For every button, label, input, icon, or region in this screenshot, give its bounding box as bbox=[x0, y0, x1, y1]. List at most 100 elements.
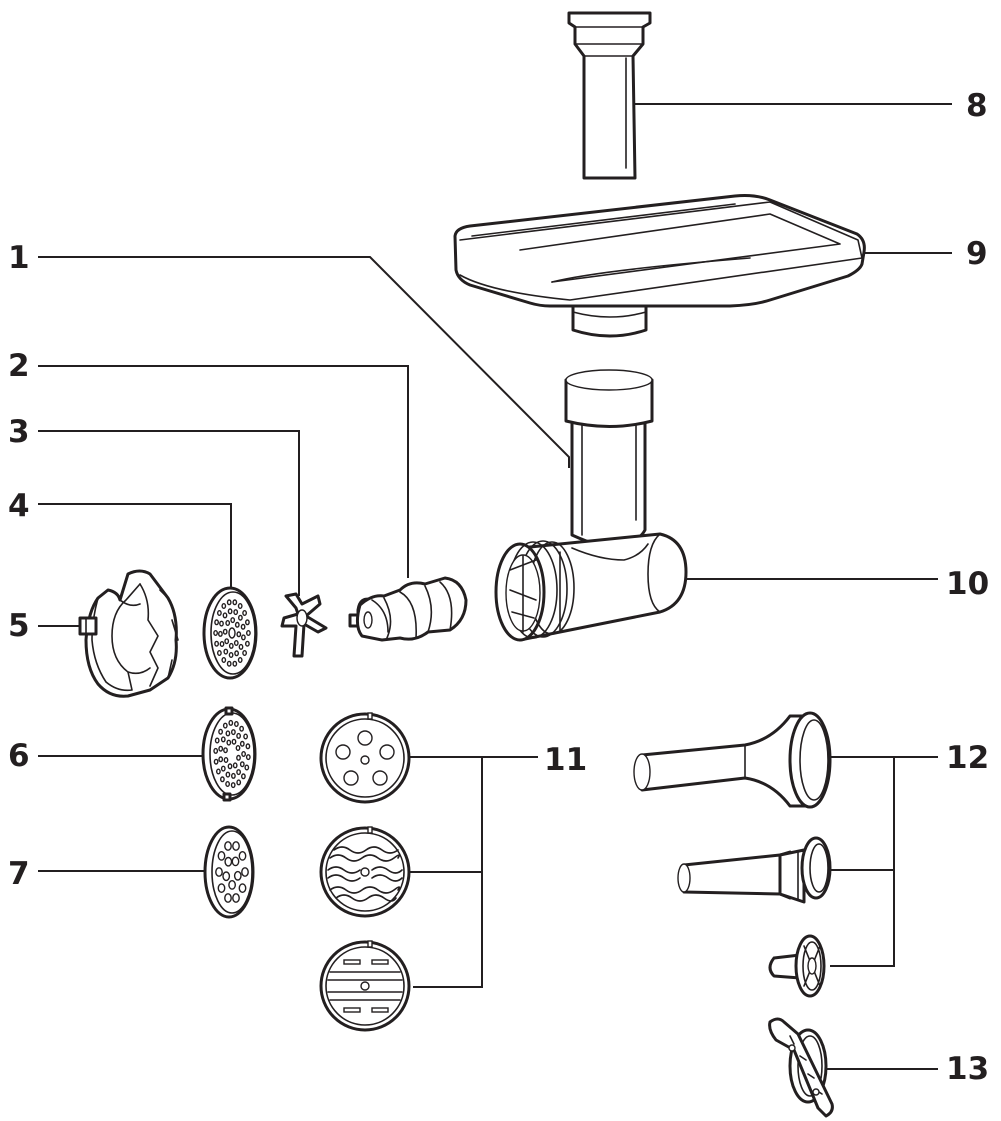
plate-hole bbox=[232, 893, 240, 903]
label-11: 11 bbox=[544, 742, 587, 778]
grinding-plate-fine bbox=[201, 706, 257, 802]
sausage-stuffing-tube-large bbox=[633, 711, 832, 809]
plate-hole bbox=[238, 883, 247, 893]
plate-hole bbox=[236, 754, 241, 761]
label-5: 5 bbox=[8, 608, 30, 644]
plate-hole bbox=[220, 736, 226, 743]
plate-hole bbox=[239, 761, 245, 768]
plate-hole bbox=[245, 754, 251, 761]
plate-hole bbox=[221, 657, 227, 664]
plate-hole bbox=[226, 660, 232, 667]
grinding-plate-coarse bbox=[203, 825, 255, 919]
plate-hole bbox=[236, 631, 242, 638]
plate-hole bbox=[245, 630, 251, 637]
plate-hole bbox=[244, 619, 250, 626]
plate-hole bbox=[232, 660, 238, 667]
plate-hole bbox=[236, 779, 242, 786]
label-3: 3 bbox=[8, 414, 30, 450]
plate-hole bbox=[226, 739, 232, 746]
label-12: 12 bbox=[946, 740, 989, 776]
label-10: 10 bbox=[946, 566, 989, 602]
leader-line-2 bbox=[38, 365, 409, 578]
plate-hole bbox=[213, 630, 219, 637]
shredding-disc-holes bbox=[319, 712, 411, 804]
plate-hole bbox=[222, 722, 228, 729]
label-2: 2 bbox=[8, 348, 30, 384]
plate-hole bbox=[233, 609, 239, 616]
plate-hole bbox=[217, 883, 226, 893]
label-8: 8 bbox=[966, 88, 988, 124]
plate-hole bbox=[218, 728, 224, 735]
plate-hole bbox=[219, 641, 225, 648]
grinder-auger bbox=[348, 576, 468, 642]
plate-hole bbox=[239, 740, 245, 747]
plate-hole bbox=[225, 620, 231, 627]
plate-hole bbox=[233, 640, 239, 647]
plate-hole bbox=[228, 652, 234, 659]
ring-nut bbox=[78, 569, 179, 698]
plate-hole bbox=[243, 733, 249, 740]
plate-hole bbox=[233, 721, 239, 728]
plate-hole bbox=[228, 642, 234, 649]
part-labels: 1 2 3 4 5 6 7 8 9 10 11 12 13 bbox=[8, 88, 989, 1087]
food-pusher bbox=[567, 11, 652, 180]
plate-hole bbox=[219, 776, 225, 783]
plate-hole bbox=[228, 880, 237, 890]
plate-hole bbox=[226, 599, 232, 606]
stuffing-star-plate bbox=[768, 934, 826, 998]
leader-lines bbox=[38, 103, 952, 1070]
plate-hole bbox=[216, 610, 222, 617]
plate-hole bbox=[224, 856, 233, 867]
label-7: 7 bbox=[8, 856, 30, 892]
kubbe-attachment bbox=[768, 1017, 834, 1118]
plate-hole bbox=[225, 771, 231, 778]
plate-hole bbox=[232, 762, 238, 769]
plate-hole bbox=[232, 599, 238, 606]
leader-line-4 bbox=[38, 503, 232, 587]
plate-hole bbox=[236, 732, 242, 739]
plate-hole bbox=[214, 619, 220, 626]
plate-hole bbox=[223, 648, 229, 655]
plate-hole bbox=[230, 729, 236, 736]
plate-hole bbox=[239, 725, 245, 732]
plate-hole bbox=[213, 758, 219, 765]
plate-hole bbox=[222, 628, 228, 635]
plate-hole bbox=[240, 634, 246, 641]
grinder-body bbox=[494, 369, 688, 642]
plate-hole bbox=[223, 757, 229, 764]
plate-hole bbox=[227, 608, 233, 615]
plate-hole bbox=[236, 769, 242, 776]
plate-hole bbox=[230, 617, 236, 624]
plate-hole bbox=[242, 610, 248, 617]
plate-hole bbox=[238, 643, 244, 650]
plate-hole bbox=[234, 650, 240, 657]
plate-hole bbox=[227, 763, 233, 770]
label-1: 1 bbox=[8, 240, 30, 276]
leader-line-11 bbox=[410, 756, 538, 988]
plate-hole bbox=[221, 603, 227, 610]
plate-hole bbox=[241, 867, 249, 877]
label-13: 13 bbox=[946, 1051, 989, 1087]
plate-hole bbox=[240, 773, 246, 780]
plate-hole bbox=[242, 650, 248, 657]
plate-hole bbox=[214, 640, 220, 647]
leader-line-1 bbox=[38, 256, 570, 468]
plate-hole bbox=[228, 719, 234, 726]
plate-hole bbox=[218, 756, 224, 763]
plate-hole bbox=[218, 745, 224, 752]
plate-hole bbox=[232, 841, 240, 851]
plate-hole bbox=[230, 772, 236, 779]
shredding-disc-wavy bbox=[319, 826, 411, 918]
shredding-disc-slots bbox=[319, 940, 411, 1032]
label-6: 6 bbox=[8, 738, 30, 774]
plate-hole bbox=[224, 893, 232, 903]
sausage-stuffing-tube-small bbox=[677, 836, 832, 904]
plate-hole bbox=[217, 630, 223, 637]
plate-hole bbox=[244, 764, 250, 771]
plate-hole bbox=[216, 650, 222, 657]
plate-hole bbox=[244, 640, 250, 647]
plate-hole bbox=[230, 782, 236, 789]
plate-hole bbox=[240, 623, 246, 630]
plate-hole bbox=[225, 781, 231, 788]
